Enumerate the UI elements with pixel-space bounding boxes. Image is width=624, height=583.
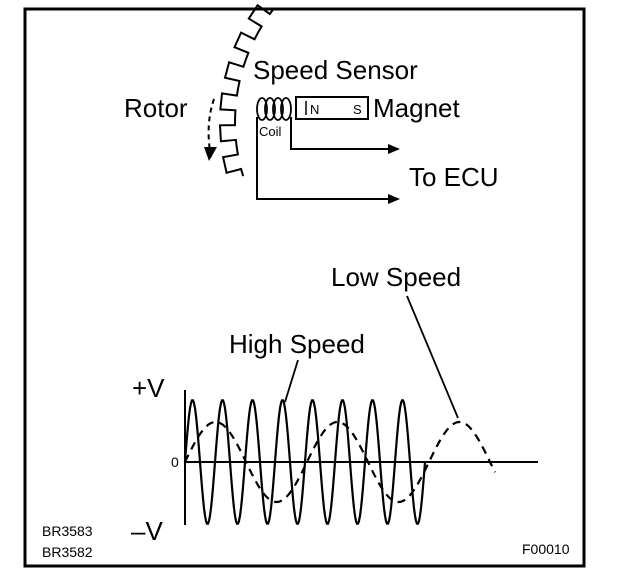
zero-label: 0 [171, 454, 179, 470]
plus-v-label: +V [132, 373, 165, 403]
high-speed-label: High Speed [229, 329, 365, 359]
magnet-label: Magnet [373, 93, 460, 123]
magnet-box [295, 96, 369, 120]
high-speed-waveform [183, 399, 427, 525]
rotation-arrowhead [204, 147, 217, 161]
rotor-label: Rotor [124, 93, 188, 123]
wire-lower-arrowhead [388, 194, 400, 204]
rotation-arrow [207, 98, 215, 158]
magnet-south-label: S [353, 102, 362, 117]
to-ecu-label: To ECU [409, 162, 499, 192]
figure-id-label: F00010 [522, 541, 570, 557]
coil-label: Coil [259, 124, 282, 139]
low-speed-leader [406, 295, 459, 419]
minus-v-label: –V [131, 516, 163, 546]
figure-frame [23, 7, 586, 568]
code-label-1: BR3583 [42, 523, 93, 539]
code-label-2: BR3582 [42, 544, 93, 560]
high-speed-leader [284, 359, 299, 403]
rotor-gear [218, 3, 276, 177]
magnet-north-label: N [310, 102, 319, 117]
coil-icon [256, 97, 292, 121]
wire-upper [290, 117, 388, 150]
wire-upper-arrowhead [388, 144, 400, 154]
speed-sensor-label: Speed Sensor [253, 55, 418, 85]
wire-lower [256, 117, 388, 200]
low-speed-label: Low Speed [331, 262, 461, 292]
